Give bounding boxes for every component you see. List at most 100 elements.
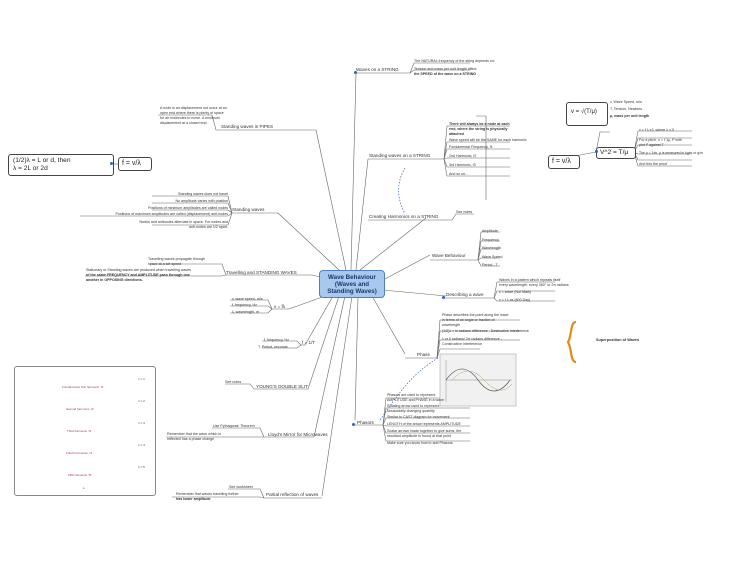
note-desc-1: every wavelength, every 360° or 2π radia… xyxy=(499,283,569,287)
note-v-1: f, frequency, Hz xyxy=(232,303,257,307)
connector-dot xyxy=(595,150,598,153)
branch-youngs-double-slit[interactable]: YOUNG'S DOUBLE SLIT xyxy=(256,384,308,389)
note-tension-mass: Tension and mass per unit length affect xyxy=(414,67,477,71)
note-natural-frequency: The NATURAL frequency of the string depe… xyxy=(414,59,495,63)
note-phasor-1: AMPLITUDE and PHASE in a wave xyxy=(387,398,444,402)
note-desc-3: v = f λ as (800 Day) xyxy=(499,298,531,302)
tension-note-6: The μ = 1/m, μ is measured in kg/m or g/… xyxy=(639,151,703,155)
branch-standing-waves[interactable]: Standing waves xyxy=(232,207,265,212)
note-sw-0: Standing waves does not travel xyxy=(178,192,228,196)
note-string-0: There will always be a node at each xyxy=(449,122,510,126)
harmonic-n-5: n = 5 xyxy=(138,465,145,469)
tension-note-0: v, Wave Speed, m/s xyxy=(610,100,642,104)
note-f-1: T, Period, seconds xyxy=(258,345,288,349)
pipe-condition-text: (1/2)λ = L or d, then λ = 2L or 2d xyxy=(13,157,71,172)
harmonic-n-4: n = 4 xyxy=(138,443,145,447)
note-sw-4: Nodes and antinodes alternate in space. … xyxy=(139,220,228,224)
branch-waves-on-string[interactable]: Waves on a STRING xyxy=(356,67,399,72)
superposition-brace xyxy=(566,320,577,364)
note-sw-2: Positions of minimum amplitudes are call… xyxy=(148,206,228,210)
note-desc-2: c = wave (Not Mark) xyxy=(499,290,532,294)
note-phase-3: (1/2)λ = in radians difference - Destruc… xyxy=(442,329,529,333)
note-phase-4: λ or 0 radians/ 2π radians difference - xyxy=(442,337,502,341)
note-speed-string: the SPEED of the wave on a STRING xyxy=(414,72,477,76)
note-sw-3: Positions of maximum amplitudes are call… xyxy=(115,212,228,216)
note-travel-3: of the same FREQUENCY and AMPLITUDE pass… xyxy=(86,273,190,277)
note-v-0: v, wave speed, m/s xyxy=(232,297,263,301)
central-topic[interactable]: Wave Behaviour (Waves and Standing Waves… xyxy=(319,270,385,298)
note-travel-1: space at a set speed xyxy=(148,262,182,266)
tension-equation-box[interactable]: V^2 = T/μ xyxy=(596,147,636,159)
note-travel-2: Stationary or Standing waves are produce… xyxy=(86,268,192,272)
note-sw-1: No amplitude varies with position xyxy=(175,199,228,203)
note-phasor-4: Similar to CAST diagram for movement xyxy=(387,415,450,419)
tension-note-5: plot f² against T xyxy=(639,143,664,147)
tension-note-4: For a pitch, n = f 1μ, f² with xyxy=(639,138,682,142)
note-string-2: attached xyxy=(449,132,464,136)
note-pipes-2: for air molecules to move. A minimum xyxy=(160,116,220,120)
note-string-1: end, where the string is physically xyxy=(449,127,508,131)
connector-dot xyxy=(442,296,445,299)
note-v-2: λ, wavelength, m xyxy=(232,310,259,314)
item-amplitude: Amplitude xyxy=(482,229,498,233)
note-phase-0: Phase describes the point along the wave xyxy=(442,313,509,317)
branch-describing-wave[interactable]: Describing a wave xyxy=(446,292,484,297)
item-wavelength: Wavelength xyxy=(482,246,501,250)
connector-dot xyxy=(354,71,357,74)
branch-phasors[interactable]: Phasors xyxy=(357,420,374,425)
branch-travelling-standing[interactable]: Travelling and STANDING WAVES xyxy=(226,270,297,275)
tension-formula-box[interactable]: v = √(T/μ) xyxy=(566,102,608,126)
note-phasor-0: Phasors are used to represent xyxy=(387,393,436,397)
connector-dot xyxy=(110,162,113,165)
string-equation-box[interactable]: f = v/λ xyxy=(548,155,580,169)
note-phasor-3: sinusoidally changing quantity xyxy=(387,409,435,413)
note-string-3: Wave speed will be the SAME for each har… xyxy=(449,138,527,142)
note-see-notes-youngs: See notes xyxy=(225,380,242,384)
note-phase-5: Constructive Interference xyxy=(442,342,483,346)
note-partial-1: Remember that waves travelling further xyxy=(176,492,239,496)
branch-v-equation[interactable]: v = fλ xyxy=(274,304,286,309)
harmonic-n-2: n = 2 xyxy=(138,399,145,403)
harmonics-figure xyxy=(14,366,156,496)
note-f-0: f, frequency, Hz xyxy=(264,338,289,342)
harmonic-label-4: Fourth harmonic, f4 xyxy=(66,451,93,455)
branch-standing-waves-pipes[interactable]: Standing waves in PIPES xyxy=(221,124,274,129)
note-phasor-2: Rotating arrow used to represent xyxy=(387,404,440,408)
branch-creating-harmonics[interactable]: Creating Harmonics on a STRING xyxy=(369,214,439,219)
note-phasor-8: Make sure you know how to add Phasors xyxy=(387,441,453,445)
harmonic-n-3: n = 3 xyxy=(138,421,145,425)
harmonic-label-5: Fifth harmonic, f5 xyxy=(68,473,92,477)
note-pipes-0: A node is an displacement not occur at a… xyxy=(160,106,227,110)
note-desc-0: Waves in a pattern which repeats itself xyxy=(499,278,561,282)
note-sw-5: anti-nodes are λ/2 apart. xyxy=(189,225,228,229)
note-phase-2: wavelength xyxy=(442,323,461,327)
note-lloyds-0: Use Pythagoras' Theorem xyxy=(213,424,255,428)
note-string-4: Fundamental Frequency, f1 xyxy=(449,145,493,149)
item-wave-speed: Wave Speed xyxy=(482,255,503,259)
harmonic-label-3: Third harmonic, f3 xyxy=(67,429,92,433)
tension-formula-text: v = √(T/μ) xyxy=(571,109,597,115)
branch-wave-behaviour[interactable]: Wave Behaviour xyxy=(432,253,466,258)
branch-phase[interactable]: Phase xyxy=(417,352,431,357)
pipe-condition-box[interactable]: (1/2)λ = L or d, then λ = 2L or 2d xyxy=(8,154,114,176)
item-period: Period - T xyxy=(482,263,498,267)
pipe-equation-box[interactable]: f = v/λ xyxy=(118,157,152,171)
note-string-5: 2nd Harmonic, f2 xyxy=(449,154,477,158)
note-lloyds-2: reflected has a phase change xyxy=(167,437,215,441)
branch-partial-reflection[interactable]: Partial reflection of waves xyxy=(266,492,319,497)
note-phasor-5: LENGTH of the arrow represents AMPLITUDE xyxy=(387,422,461,426)
branch-standing-waves-string[interactable]: Standing waves on a STRING xyxy=(369,153,431,158)
tension-note-1: T, Tension, Newtons xyxy=(610,107,643,111)
harmonic-label-2: Second harmonic, f2 xyxy=(66,407,94,411)
superposition-label[interactable]: Superposition of Waves xyxy=(596,338,640,342)
note-travel-0: Travelling waves propagate through xyxy=(148,257,206,261)
harmonic-label-1: Fundamental, first harmonic, f1 xyxy=(62,385,104,389)
item-frequency: Frequency xyxy=(482,238,499,242)
branch-f-equation[interactable]: f = 1/T xyxy=(302,340,316,345)
pipe-equation-text: f = v/λ xyxy=(122,160,141,167)
branch-lloyds-mirror[interactable]: Lloyd's Mirror for Microwaves xyxy=(268,432,328,437)
harmonic-n-1: n = 1 xyxy=(138,377,145,381)
tension-note-2: μ, mass per unit length xyxy=(610,114,650,118)
note-string-6: 3rd Harmonic, f3 xyxy=(449,163,476,167)
